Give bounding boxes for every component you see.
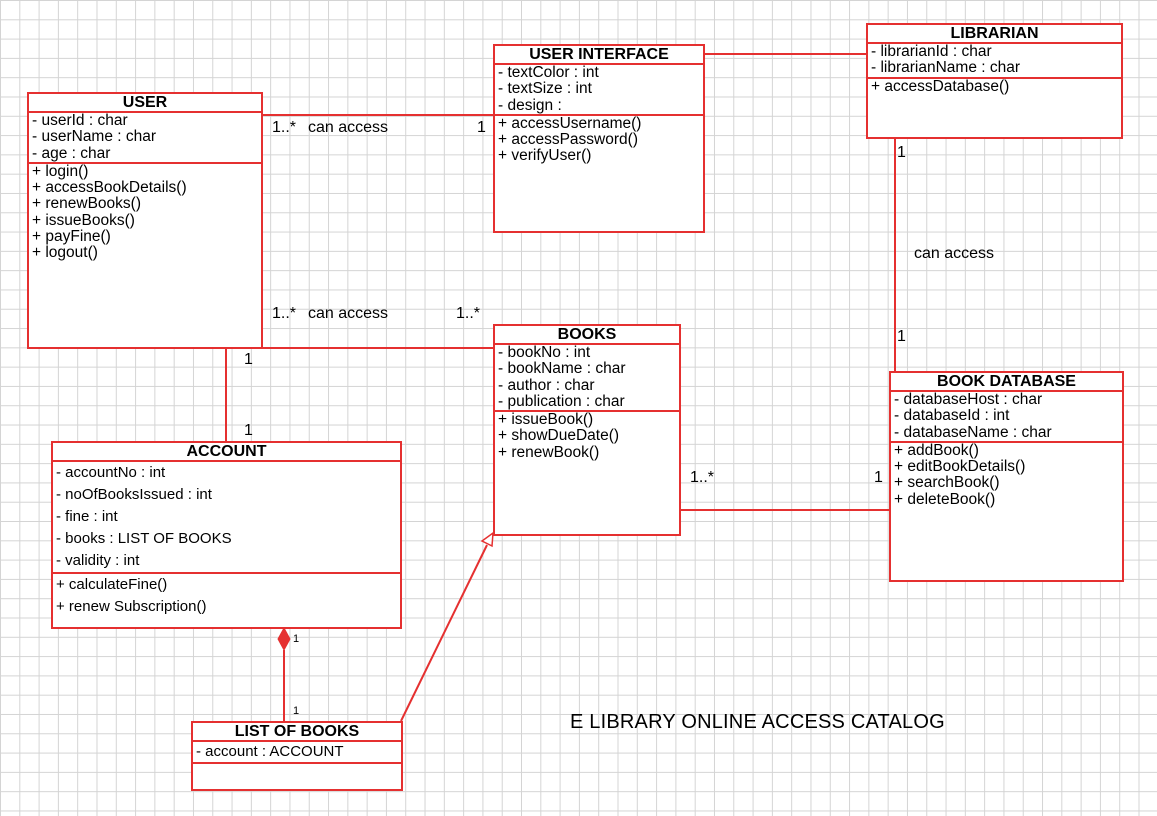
class-list-of-books-attributes: - account : ACCOUNT xyxy=(193,742,401,764)
mult-user-books-books: 1..* xyxy=(456,305,481,322)
operation: + deleteBook() xyxy=(894,490,996,508)
attribute: - databaseName : char xyxy=(894,423,1052,441)
mult-user-ui-user: 1..* xyxy=(272,119,297,136)
class-book-database-operations: + addBook() + editBookDetails() + search… xyxy=(891,441,1122,580)
mult-librarian-db-db: 1 xyxy=(897,328,906,345)
class-librarian-title: LIBRARIAN xyxy=(868,25,1121,44)
label-user-ui: can access xyxy=(308,119,389,136)
class-librarian-attributes: - librarianId : char - librarianName : c… xyxy=(868,43,1121,79)
label-user-books: can access xyxy=(308,305,389,322)
operation: + accessPassword() xyxy=(498,131,638,149)
operation: + renewBooks() xyxy=(32,195,141,213)
class-librarian[interactable]: LIBRARIAN - librarianId : char - librari… xyxy=(866,23,1123,139)
class-user-interface-title: USER INTERFACE xyxy=(495,46,703,65)
generalization-list-books xyxy=(400,544,488,722)
class-books-attributes: - bookNo : int - bookName : char - autho… xyxy=(495,344,679,413)
class-books-operations: + issueBook() + showDueDate() + renewBoo… xyxy=(495,411,679,534)
mult-user-account-account: 1 xyxy=(244,422,253,439)
operation: + calculateFine() xyxy=(56,576,168,593)
generalization-arrowhead xyxy=(480,531,494,548)
operation: + verifyUser() xyxy=(498,147,592,165)
operation: + accessBookDetails() xyxy=(32,179,187,197)
operation: + addBook() xyxy=(894,441,979,459)
mult-account-list-list: 1 xyxy=(293,705,300,717)
mult-user-books-user: 1..* xyxy=(272,305,297,322)
class-book-database-attributes: - databaseHost : char - databaseId : int… xyxy=(891,391,1122,443)
attribute: - validity : int xyxy=(56,552,140,569)
operation: + editBookDetails() xyxy=(894,458,1026,476)
composition-diamond xyxy=(277,626,291,652)
operation: + accessDatabase() xyxy=(871,77,1010,95)
attribute: - books : LIST OF BOOKS xyxy=(56,530,232,547)
attribute: - accountNo : int xyxy=(56,464,166,481)
operation: + showDueDate() xyxy=(498,427,620,445)
class-account[interactable]: ACCOUNT - accountNo : int - noOfBooksIss… xyxy=(51,441,402,629)
attribute: - userName : char xyxy=(32,128,157,146)
attribute: - textSize : int xyxy=(498,80,592,98)
attribute: - userId : char xyxy=(32,112,128,129)
attribute: - noOfBooksIssued : int xyxy=(56,486,212,503)
class-book-database[interactable]: BOOK DATABASE - databaseHost : char - da… xyxy=(889,371,1124,582)
operation: + renew Subscription() xyxy=(56,598,207,615)
attribute: - publication : char xyxy=(498,392,625,410)
attribute: - databaseHost : char xyxy=(894,391,1043,408)
attribute: - age : char xyxy=(32,144,111,162)
attribute: - bookName : char xyxy=(498,360,626,378)
class-book-database-title: BOOK DATABASE xyxy=(891,373,1122,392)
mult-books-db-db: 1 xyxy=(874,469,883,486)
class-user[interactable]: USER - userId : char - userName : char -… xyxy=(27,92,263,349)
class-list-of-books[interactable]: LIST OF BOOKS - account : ACCOUNT xyxy=(191,721,403,791)
mult-books-db-books: 1..* xyxy=(690,469,715,486)
operation: + login() xyxy=(32,162,89,180)
mult-user-account-user: 1 xyxy=(244,351,253,368)
operation: + searchBook() xyxy=(894,474,1000,492)
class-user-title: USER xyxy=(29,94,261,113)
operation: + issueBook() xyxy=(498,411,594,429)
attribute: - librarianId : char xyxy=(871,43,992,60)
operation: + renewBook() xyxy=(498,443,600,461)
class-account-operations: + calculateFine() + renew Subscription() xyxy=(53,574,400,627)
attribute: - librarianName : char xyxy=(871,59,1021,77)
operation: + issueBooks() xyxy=(32,211,135,229)
class-account-attributes: - accountNo : int - noOfBooksIssued : in… xyxy=(53,462,400,574)
mult-account-list-account: 1 xyxy=(293,633,300,645)
class-books-title: BOOKS xyxy=(495,326,679,345)
class-user-operations: + login() + accessBookDetails() + renewB… xyxy=(29,162,261,347)
operation: + payFine() xyxy=(32,228,111,246)
class-account-title: ACCOUNT xyxy=(53,443,400,462)
class-librarian-operations: + accessDatabase() xyxy=(868,77,1121,137)
attribute: - textColor : int xyxy=(498,64,599,81)
class-list-of-books-operations xyxy=(193,764,401,789)
operation: + accessUsername() xyxy=(498,114,642,132)
attribute: - author : char xyxy=(498,376,595,394)
attribute: - fine : int xyxy=(56,508,118,525)
label-librarian-db: can access xyxy=(914,245,995,262)
attribute: - account : ACCOUNT xyxy=(196,743,344,760)
class-user-interface-attributes: - textColor : int - textSize : int - des… xyxy=(495,64,703,116)
class-user-interface[interactable]: USER INTERFACE - textColor : int - textS… xyxy=(493,44,705,233)
class-list-of-books-title: LIST OF BOOKS xyxy=(193,723,401,742)
attribute: - bookNo : int xyxy=(498,344,591,361)
attribute: - databaseId : int xyxy=(894,407,1010,425)
class-user-interface-operations: + accessUsername() + accessPassword() + … xyxy=(495,114,703,231)
class-books[interactable]: BOOKS - bookNo : int - bookName : char -… xyxy=(493,324,681,536)
operation: + logout() xyxy=(32,244,98,262)
diagram-title: E LIBRARY ONLINE ACCESS CATALOG xyxy=(570,711,945,733)
class-user-attributes: - userId : char - userName : char - age … xyxy=(29,112,261,164)
attribute: - design : xyxy=(498,96,562,114)
mult-librarian-db-librarian: 1 xyxy=(897,144,906,161)
mult-user-ui-ui: 1 xyxy=(477,119,486,136)
